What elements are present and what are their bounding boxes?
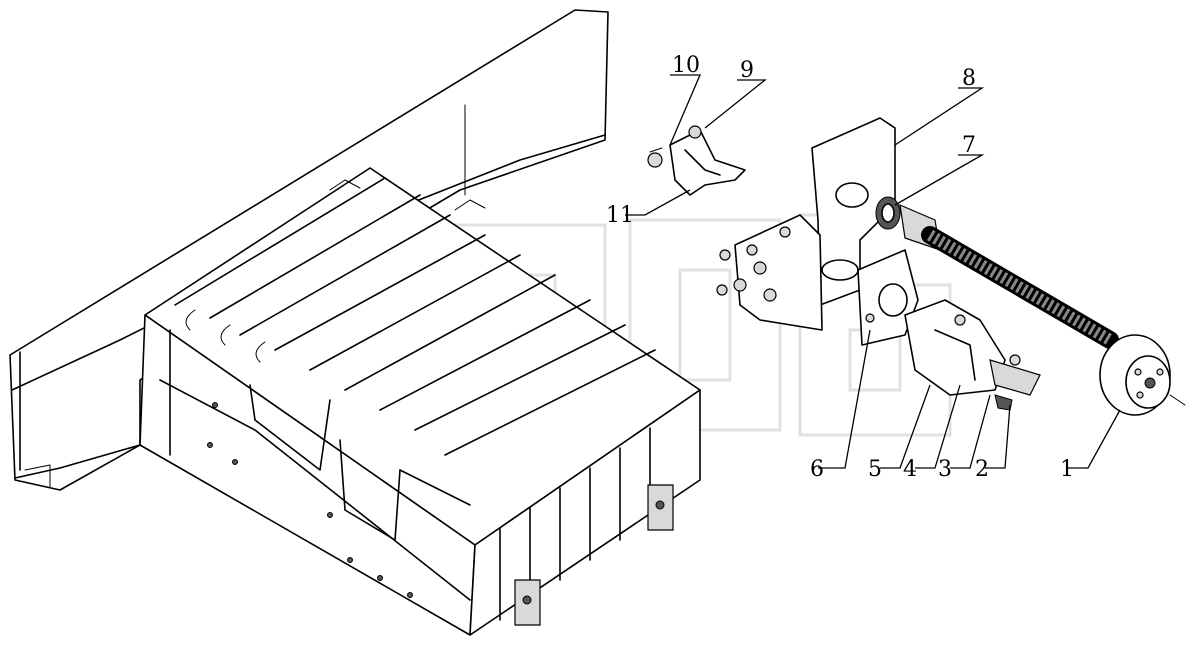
callout-label-4: 4: [903, 457, 917, 482]
callout-label-6: 6: [810, 457, 824, 482]
callout-label-1: 1: [1060, 457, 1074, 482]
callout-label-5: 5: [868, 457, 882, 482]
leader-lines: [625, 74, 1121, 469]
mounting-plates: [716, 117, 919, 346]
callout-labels: 10 9 11 8 7 6 5 4 3 2 1: [606, 53, 1074, 482]
battery-box: [139, 167, 701, 636]
callout-label-11: 11: [606, 203, 634, 228]
callout-label-8: 8: [962, 66, 976, 91]
callout-label-2: 2: [975, 457, 989, 482]
callout-label-9: 9: [740, 58, 754, 83]
callout-label-7: 7: [962, 133, 976, 158]
callout-label-3: 3: [938, 457, 952, 482]
connector-assembly: [875, 196, 1186, 416]
callout-label-10: 10: [672, 53, 700, 78]
bracket-11: [647, 125, 746, 196]
